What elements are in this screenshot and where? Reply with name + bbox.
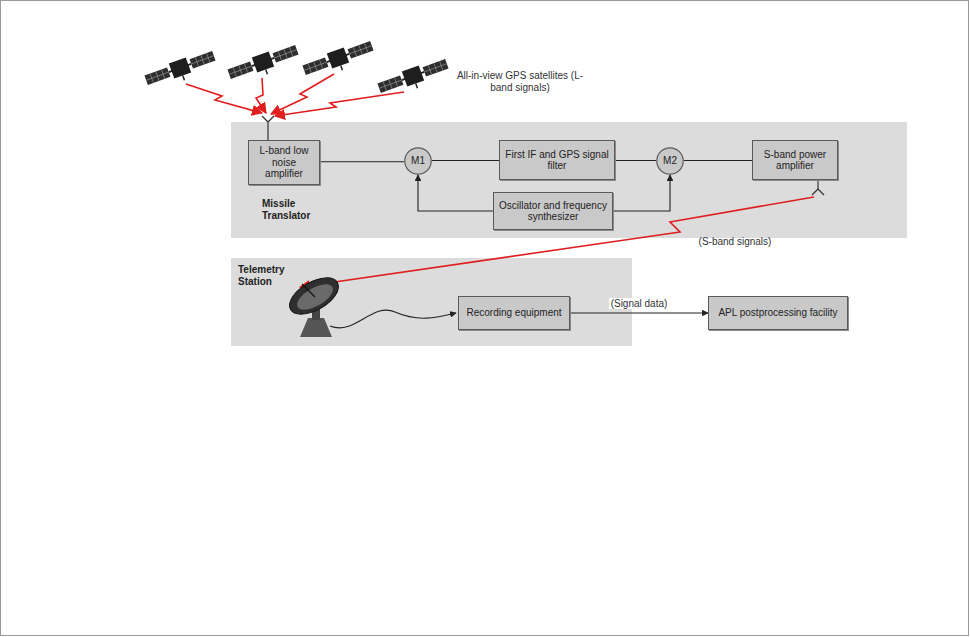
dish-cable — [330, 310, 456, 328]
box-label: Oscillator and frequency synthesizer — [498, 200, 608, 223]
connector — [613, 175, 670, 211]
signal-label: All-in-view GPS satellites (L-band signa… — [452, 70, 588, 93]
connector — [320, 161, 404, 162]
telemetry-panel — [231, 258, 632, 346]
gps-satellites — [143, 38, 451, 100]
mixer-circle: M1 — [404, 147, 432, 175]
amplifier-box: S-band power amplifier — [752, 140, 838, 180]
mixer-circle: M2 — [656, 147, 684, 175]
edge-label: (Signal data) — [609, 298, 670, 310]
l-band-signals — [186, 74, 404, 116]
connector — [432, 160, 499, 161]
connector — [615, 160, 656, 161]
facility-box: APL postprocessing facility — [708, 296, 848, 330]
connector — [418, 175, 493, 211]
box-label: Recording equipment — [466, 307, 561, 319]
box-label: M2 — [663, 155, 677, 167]
telemetry-panel: Telemetry StationRecording equipment — [231, 258, 632, 346]
box-label: First IF and GPS signal filter — [504, 149, 610, 172]
s-band-signal — [300, 197, 814, 287]
box-label: L-band low noise amplifier — [253, 145, 315, 180]
receive-antenna — [262, 116, 274, 140]
connector — [684, 160, 752, 161]
signal-label: (S-band signals) — [690, 236, 780, 248]
translator-panel — [231, 122, 907, 238]
panel-heading: Telemetry Station — [238, 264, 292, 287]
panel-heading: Missile Translator — [262, 198, 332, 221]
oscillator-box: Oscillator and frequency synthesizer — [493, 192, 613, 230]
connector — [570, 312, 708, 313]
amplifier-box: L-band low noise amplifier — [248, 140, 320, 185]
box-label: S-band power amplifier — [757, 149, 833, 172]
recording-box: Recording equipment — [458, 296, 570, 330]
transmit-antenna — [812, 180, 824, 195]
box-label: M1 — [411, 155, 425, 167]
box-label: APL postprocessing facility — [718, 307, 837, 319]
filter-box: First IF and GPS signal filter — [499, 140, 615, 180]
translator-panel: Missile Translator L-band low noise ampli… — [231, 122, 907, 238]
